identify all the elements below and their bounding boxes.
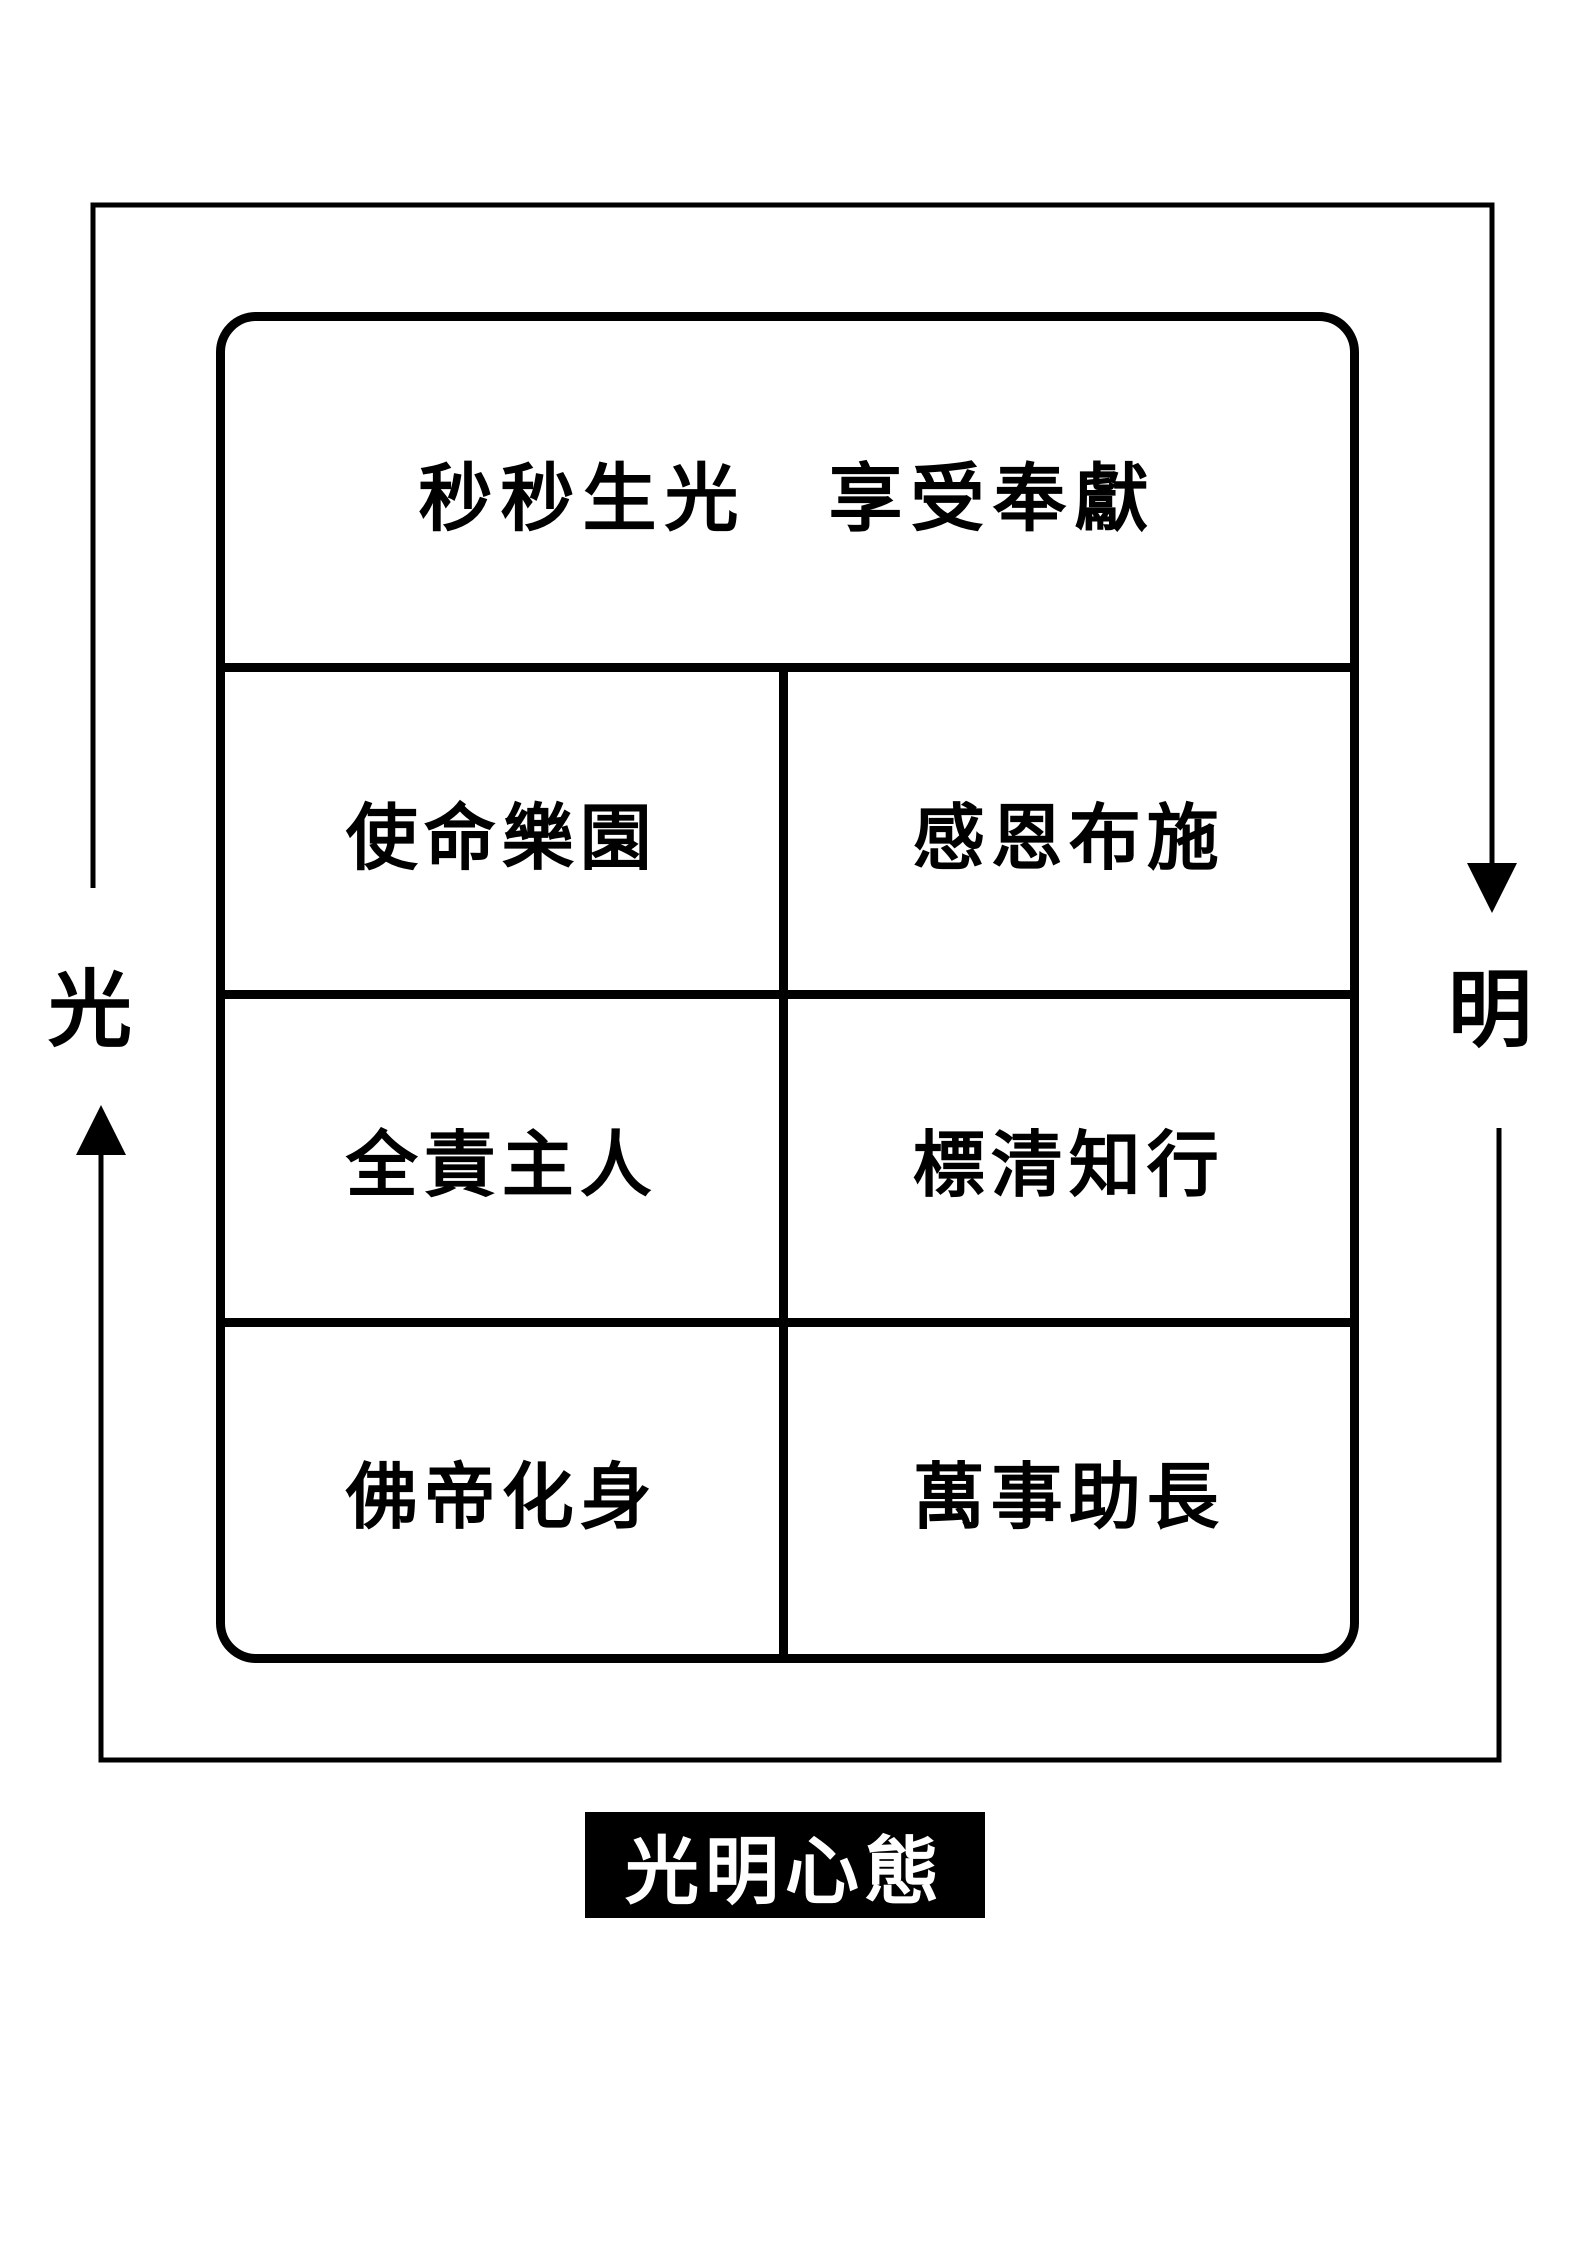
grid-cell-clear-goals: 標清知行 — [787, 999, 1350, 1327]
grid-cell-mission-paradise: 使命樂園 — [225, 672, 788, 1000]
grid-cell-full-responsibility: 全責主人 — [225, 999, 788, 1327]
cell-text: 萬事助長 — [912, 1454, 1225, 1539]
bottom-flow-line — [76, 1105, 1502, 1763]
principles-grid: 使命樂園 感恩布施 全責主人 標清知行 佛帝化身 萬事助長 — [225, 672, 1350, 1654]
grid-cell-everything-helps: 萬事助長 — [788, 1327, 1351, 1654]
top-flow-line — [90, 202, 1517, 913]
grid-cell-divine-incarnation: 佛帝化身 — [225, 1326, 788, 1654]
cell-text: 佛帝化身 — [345, 1454, 658, 1539]
diagram-title: 光明心態 — [585, 1812, 985, 1918]
header-cell: 秒秒生光 享受奉獻 — [225, 321, 1350, 672]
header-text: 秒秒生光 享受奉獻 — [418, 455, 1157, 542]
cell-text: 感恩布施 — [912, 795, 1225, 880]
cell-text: 標清知行 — [912, 1122, 1225, 1207]
cell-text: 全責主人 — [345, 1122, 658, 1207]
cell-text: 使命樂園 — [345, 795, 658, 880]
grid-cell-gratitude-giving: 感恩布施 — [787, 672, 1350, 1000]
right-side-label: 明 — [1448, 961, 1533, 1059]
main-box: 秒秒生光 享受奉獻 使命樂園 感恩布施 全責主人 標清知行 佛帝化身 萬事助長 — [216, 312, 1359, 1663]
left-side-label: 光 — [48, 961, 133, 1059]
